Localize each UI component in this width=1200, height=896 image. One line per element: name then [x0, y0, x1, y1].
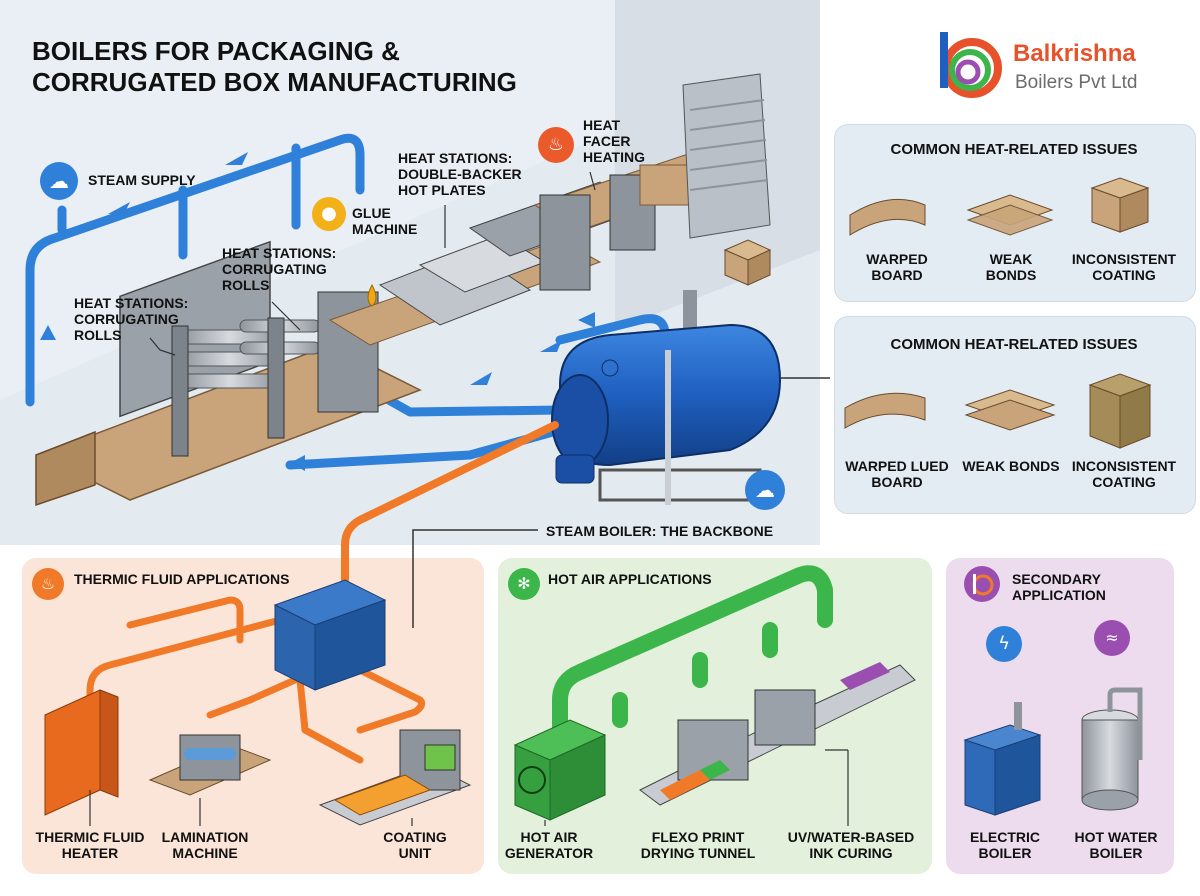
label-steam-supply: STEAM SUPPLY — [88, 172, 196, 188]
issue-inconsistent-coating-2: INCONSISTENT COATING — [1071, 458, 1177, 490]
issue-weak-bonds-2: WEAK BONDS — [962, 458, 1060, 474]
flame-icon: ♨ — [538, 127, 574, 163]
cardboard-box — [723, 239, 772, 286]
secondary-item-electric: ELECTRIC BOILER — [970, 829, 1040, 861]
hotair-item-generator: HOT AIR GENERATOR — [504, 829, 594, 861]
thermic-title: THERMIC FLUID APPLICATIONS — [74, 571, 290, 587]
thermic-item-coating: COATING UNIT — [383, 829, 447, 861]
thermic-main-pipe — [341, 421, 559, 594]
issue-inconsistent-coating: INCONSISTENT COATING — [1071, 251, 1177, 283]
page-title: BOILERS FOR PACKAGING & CORRUGATED BOX M… — [32, 36, 517, 97]
inconsistent-coating-icon — [1090, 177, 1150, 233]
glue-droplet — [367, 283, 377, 307]
secondary-title: SECONDARY APPLICATION — [1012, 571, 1106, 603]
fan-icon: ✻ — [508, 568, 540, 600]
lamination-machine — [148, 734, 272, 796]
hotair-item-ink-curing: UV/WATER-BASED INK CURING — [787, 829, 915, 861]
hotair-duct — [552, 565, 833, 748]
cloud-steam-icon-boiler: ☁ — [745, 470, 785, 510]
issues-bottom-title: COMMON HEAT-RELATED ISSUES — [890, 336, 1138, 353]
flame-icon-thermic: ♨ — [32, 568, 64, 600]
logo-b-icon — [934, 28, 1002, 100]
droplet-icon: ● — [312, 197, 346, 231]
hot-water-boiler-drawing — [1081, 687, 1143, 811]
warped-glued-board-icon — [844, 392, 926, 429]
label-heat-corr-left: HEAT STATIONS: CORRUGATING ROLLS — [74, 295, 189, 343]
label-pointer-lines — [89, 171, 849, 826]
steam-flow-arrows — [40, 152, 595, 471]
weak-bonds-icon-2 — [964, 389, 1056, 431]
weak-bonds-icon — [966, 194, 1054, 236]
hot-air-generator — [513, 719, 607, 821]
warped-board-icon — [849, 198, 926, 236]
issue-weak-bonds: WEAK BONDS — [985, 251, 1037, 283]
secondary-item-hot-water: HOT WATER BOILER — [1074, 829, 1158, 861]
inconsistent-coating-icon-2 — [1088, 373, 1152, 449]
thermic-item-lamination: LAMINATION MACHINE — [161, 829, 249, 861]
steam-boiler — [551, 290, 782, 505]
flexo-drying-tunnel — [639, 662, 916, 806]
corrugator-line — [35, 149, 742, 507]
thermic-pipes — [86, 596, 426, 764]
label-heat-corr-mid: HEAT STATIONS: CORRUGATING ROLLS — [222, 245, 337, 293]
label-steam-boiler: STEAM BOILER: THE BACKBONE — [546, 523, 774, 539]
issue-warped-glued-board: WARPED LUED BOARD — [845, 458, 949, 490]
logo-line2: Boilers Pvt Ltd — [1015, 72, 1138, 93]
water-drop-icon: ≈ — [1094, 620, 1130, 656]
label-facer: HEAT FACER HEATING — [583, 117, 645, 165]
hotair-item-drying-tunnel: FLEXO PRINT DRYING TUNNEL — [640, 829, 756, 861]
label-double-backer: HEAT STATIONS: DOUBLE-BACKER HOT PLATES — [398, 150, 522, 198]
lightning-icon: ϟ — [986, 626, 1022, 662]
coating-unit — [318, 729, 472, 826]
issue-warped-board: WARPED BOARD — [866, 251, 928, 283]
boiler-label-line — [412, 529, 538, 628]
warehouse-door — [682, 73, 771, 239]
hotair-title: HOT AIR APPLICATIONS — [548, 571, 712, 587]
cloud-steam-icon: ☁ — [40, 162, 78, 200]
label-glue-machine: GLUE MACHINE — [352, 205, 418, 237]
logo-b-icon-secondary — [964, 566, 1000, 602]
issues-top-title: COMMON HEAT-RELATED ISSUES — [890, 141, 1138, 158]
electric-boiler-drawing — [963, 702, 1042, 816]
thermic-heat-exchanger — [273, 579, 387, 691]
thermic-item-heater: THERMIC FLUID HEATER — [35, 829, 145, 861]
logo-line1: Balkrishna — [1013, 40, 1136, 67]
thermic-fluid-heater — [44, 689, 119, 816]
